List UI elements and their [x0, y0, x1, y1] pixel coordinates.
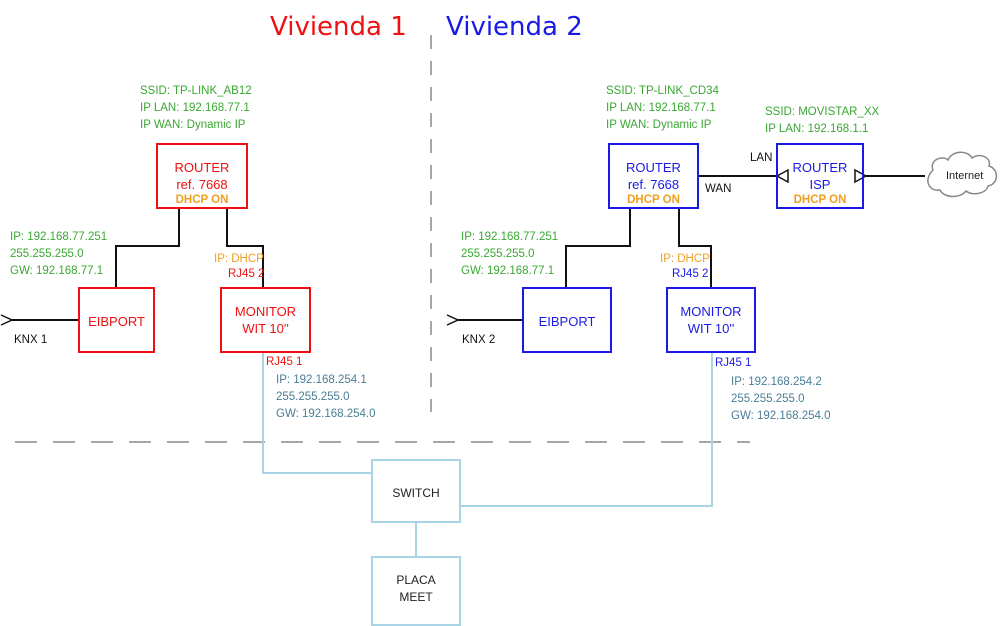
v1-ssid: SSID: TP-LINK_AB12 — [140, 85, 252, 97]
isp-ip-lan: IP LAN: 192.168.1.1 — [765, 123, 869, 135]
internet-cloud-icon — [927, 151, 998, 198]
v2-eibport-box[interactable]: EIBPORT — [522, 287, 612, 353]
v2-ssid: SSID: TP-LINK_CD34 — [606, 85, 719, 97]
v2-switch-gw: GW: 192.168.254.0 — [731, 410, 831, 422]
isp-ssid: SSID: MOVISTAR_XX — [765, 106, 880, 118]
v2-eibport-ip: IP: 192.168.77.251 — [461, 231, 559, 243]
switch-label: SWITCH — [392, 486, 440, 500]
vivienda-1-title: Vivienda 1 — [270, 12, 407, 42]
v2-eibport-mask: 255.255.255.0 — [461, 248, 535, 260]
v1-eibport-ip: IP: 192.168.77.251 — [10, 231, 108, 243]
v2-monitor-to-switch-line — [461, 353, 713, 507]
knx1-label: KNX 1 — [14, 334, 48, 346]
meet-label: MEET — [399, 590, 433, 604]
v2-router-label: ROUTER — [626, 160, 681, 175]
isp-router-isp: ISP — [809, 177, 831, 192]
v2-router-dhcp: DHCP ON — [627, 194, 680, 206]
v1-router-to-eibport-line — [115, 208, 180, 287]
v2-router-box[interactable]: ROUTER ref. 7668 DHCP ON — [608, 143, 699, 209]
v1-router-to-monitor-line — [226, 208, 264, 287]
placa-label: PLACA — [396, 573, 436, 587]
v1-monitor-ip: IP: DHCP — [214, 253, 264, 265]
v1-ip-wan: IP WAN: Dynamic IP — [140, 119, 246, 131]
internet-label: Internet — [946, 170, 984, 182]
isp-router-label: ROUTER — [792, 160, 848, 175]
v1-rj45-2: RJ45 2 — [228, 268, 265, 280]
v1-eibport-mask: 255.255.255.0 — [10, 248, 84, 260]
v1-router-label: ROUTER — [174, 160, 230, 175]
v2-eibport-gw: GW: 192.168.77.1 — [461, 265, 555, 277]
v1-monitor-box[interactable]: MONITOR WIT 10'' — [220, 287, 311, 353]
v2-ip-lan: IP LAN: 192.168.77.1 — [606, 102, 716, 114]
v2-router-to-monitor-line — [678, 208, 712, 287]
v1-monitor-model: WIT 10'' — [242, 321, 289, 336]
v2-rj45-2: RJ45 2 — [672, 268, 709, 280]
v1-switch-mask: 255.255.255.0 — [276, 391, 350, 403]
isp-router-box[interactable]: ROUTER ISP DHCP ON — [776, 143, 864, 209]
v1-eibport-label: EIBPORT — [88, 314, 145, 329]
v1-monitor-label: MONITOR — [234, 304, 297, 319]
v1-eibport-gw: GW: 192.168.77.1 — [10, 265, 104, 277]
v1-switch-gw: GW: 192.168.254.0 — [276, 408, 376, 420]
v1-switch-ip: IP: 192.168.254.1 — [276, 374, 367, 386]
knx2-label: KNX 2 — [462, 334, 496, 346]
wan-label: WAN — [705, 183, 732, 195]
v1-router-box[interactable]: ROUTER ref. 7668 DHCP ON — [156, 143, 248, 209]
v2-monitor-model: WIT 10'' — [687, 321, 735, 336]
v2-switch-mask: 255.255.255.0 — [731, 393, 805, 405]
v2-monitor-label: MONITOR — [680, 304, 742, 319]
v2-ip-wan: IP WAN: Dynamic IP — [606, 119, 712, 131]
v1-ip-lan: IP LAN: 192.168.77.1 — [140, 102, 250, 114]
v2-eibport-label: EIBPORT — [538, 314, 596, 329]
v2-monitor-box[interactable]: MONITOR WIT 10'' — [666, 287, 756, 353]
v1-router-ref: ref. 7668 — [176, 177, 228, 192]
v1-monitor-to-switch-line — [262, 353, 371, 474]
switch-box[interactable]: SWITCH — [371, 459, 461, 523]
isp-router-dhcp: DHCP ON — [793, 194, 847, 206]
v2-router-to-eibport-line — [565, 208, 631, 287]
v2-router-ref: ref. 7668 — [627, 177, 680, 192]
placa-meet-box[interactable]: PLACA MEET — [371, 556, 461, 626]
vivienda-2-title: Vivienda 2 — [446, 12, 583, 42]
v2-monitor-ip: IP: DHCP — [660, 253, 710, 265]
v2-switch-ip: IP: 192.168.254.2 — [731, 376, 822, 388]
v1-router-dhcp: DHCP ON — [175, 194, 229, 206]
v1-rj45-1: RJ45 1 — [266, 356, 303, 368]
lan-label: LAN — [750, 152, 773, 164]
v2-rj45-1: RJ45 1 — [715, 357, 752, 369]
v1-eibport-box[interactable]: EIBPORT — [78, 287, 155, 353]
